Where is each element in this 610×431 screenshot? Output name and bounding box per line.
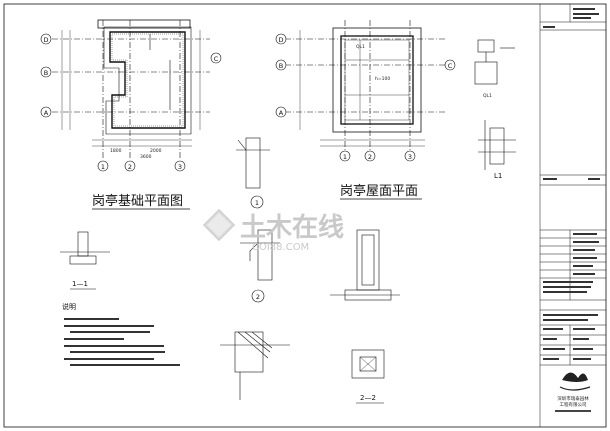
notes: 说明 [62, 302, 180, 366]
grid-bubble-1: 1 [101, 163, 105, 171]
grid-bubble-b: B [44, 69, 48, 77]
section-2-2-detail [351, 349, 385, 379]
section-mark-2: 2 [251, 289, 265, 303]
ql1-detail-label: QL1 [483, 93, 492, 99]
section-detail-2 [240, 229, 280, 281]
section-2-2-label: 2—2 [360, 394, 376, 402]
title-block-text [543, 8, 600, 360]
l1-label: L1 [494, 172, 502, 180]
dim-right: 2000 [150, 148, 162, 154]
grid-bubble-2: 2 [128, 163, 132, 171]
beam-details [474, 39, 516, 170]
foundation-plan-labels: 1800 2000 3600 [110, 148, 162, 160]
grid-bubble-c: C [214, 55, 219, 63]
roof-grid-bubbles [275, 33, 456, 162]
roof-bubble-d: D [278, 36, 283, 44]
foundation-grid-bubbles [40, 33, 222, 172]
title-block [539, 4, 606, 427]
company-name-line2: 工程有限公司 [560, 401, 587, 408]
foundation-plan [52, 19, 210, 160]
grid-bubble-a: A [44, 109, 49, 117]
roof-plan [285, 20, 445, 150]
company-name-line1: 深圳市瑞泰园林 [557, 395, 589, 402]
sheet-border [3, 3, 607, 428]
roof-plan-title: 岗亭屋面平面 [340, 183, 418, 199]
roof-bubble-2: 2 [368, 153, 372, 161]
company-logo: 深圳市瑞泰园林 工程有限公司 [555, 372, 591, 412]
section-1-1-label: 1—1 [72, 280, 88, 288]
section-mark-1: 1 [250, 195, 264, 209]
roof-bubble-a: A [279, 109, 284, 117]
grid-bubble-3: 3 [178, 163, 182, 171]
svg-text:1: 1 [255, 199, 259, 207]
ql1-label: QL1 [356, 44, 365, 50]
slab-thickness: h=100 [375, 76, 390, 82]
notes-heading: 说明 [62, 302, 76, 311]
grid-bubble-d: D [43, 36, 48, 44]
section-detail-1 [236, 137, 270, 189]
roof-bubble-1: 1 [343, 153, 347, 161]
watermark-sub: COI88.COM [252, 242, 309, 253]
rebar-detail [220, 331, 290, 400]
dim-left: 1800 [110, 148, 122, 154]
roof-bubble-3: 3 [408, 153, 412, 161]
section-1-1-detail [60, 231, 110, 265]
dim-total: 3600 [140, 154, 152, 160]
watermark-main: 土木在线 [240, 213, 344, 243]
roof-bubble-b: B [279, 62, 283, 70]
watermark: 土木在线 COI88.COM [202, 208, 344, 253]
svg-text:2: 2 [256, 293, 260, 301]
foundation-plan-title: 岗亭基础平面图 [92, 193, 183, 209]
column-elevation [330, 229, 400, 301]
roof-bubble-c: C [448, 62, 453, 70]
